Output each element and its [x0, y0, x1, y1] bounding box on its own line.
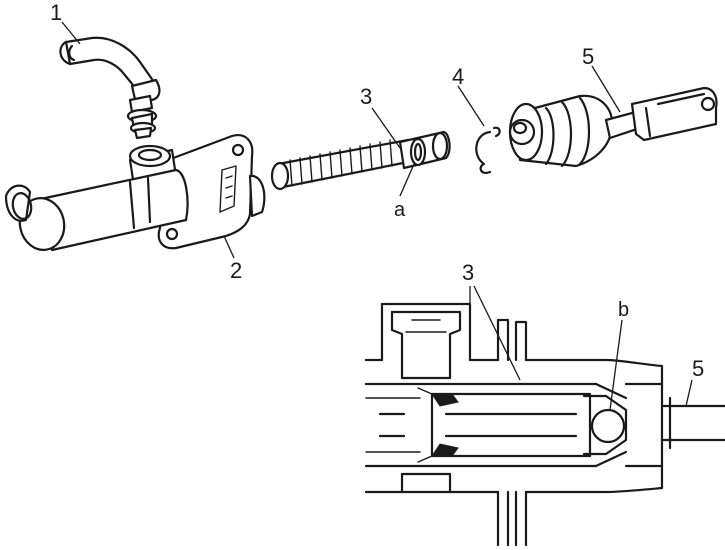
- callout-section-piston-label: 3: [462, 260, 474, 285]
- callout-seal-ring-label: a: [394, 199, 406, 221]
- callout-section-ball-label: b: [618, 299, 629, 321]
- piston-with-spring: [270, 130, 451, 191]
- callout-clip-label: 4: [452, 64, 464, 89]
- pushrod-with-boot: [508, 86, 718, 168]
- callout-pushrod-label: 5: [582, 44, 594, 69]
- callout-section-pushrod-label: 5: [692, 356, 704, 381]
- callout-piston-label: 3: [360, 84, 372, 109]
- section-view: [364, 302, 725, 547]
- callout-cylinder-body-label: 2: [230, 258, 242, 283]
- callout-hose-label: 1: [50, 0, 62, 25]
- cylinder-body: [4, 134, 266, 252]
- hose-fitting: [59, 36, 161, 140]
- leader-lines: [61, 21, 693, 411]
- retaining-clip: [475, 126, 501, 174]
